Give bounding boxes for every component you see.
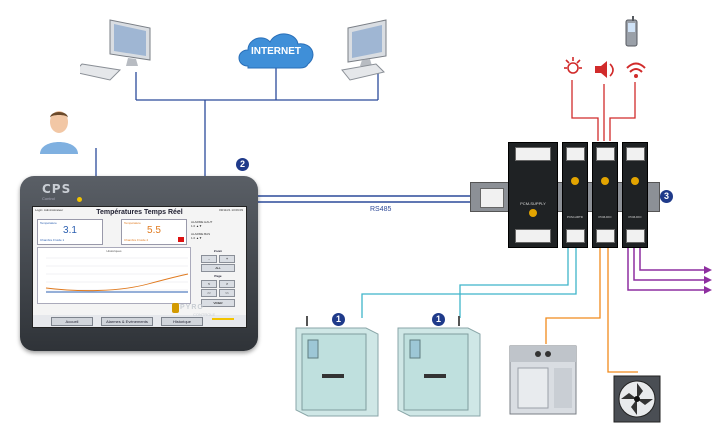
computer-left-icon (80, 19, 151, 81)
badge-modules: 3 (660, 190, 673, 203)
dio2-logo-icon (631, 177, 639, 185)
computer-right-icon (341, 19, 387, 81)
temperature-2-room: Chambre Froide 2 (124, 238, 149, 242)
dio2-bottom-terminal (626, 229, 645, 243)
hrtd-label: PCM-HRTD (567, 215, 583, 219)
temperature-1-box: Température 3.1 Chambre Froide 1 (37, 219, 103, 245)
compressor-unit-icon (509, 345, 577, 415)
supply-label: PCM-SUPPLY (520, 201, 546, 206)
temperature-1-room: Chambre Froide 1 (40, 238, 65, 242)
alarm-high-value: 1.0 ▲▼ (191, 224, 202, 228)
beacon-light-icon (564, 57, 582, 74)
page-first-button[interactable]: << (201, 289, 217, 297)
page-label: Page (214, 274, 222, 278)
alarm-high-label: ALARME HAUT (191, 220, 213, 224)
supply-top-terminal (515, 147, 551, 161)
rs485-label: RS485 (370, 206, 392, 213)
badge-hmi: 2 (236, 158, 249, 171)
alarm-indicator (178, 237, 184, 242)
nav-home-button[interactable]: Accueil (51, 317, 93, 326)
zoom-out-button[interactable]: - (201, 255, 217, 263)
alarm-low-label: ALARME BAS (191, 232, 211, 236)
cold-room-2-icon (397, 316, 481, 417)
temperature-2-box: Température 5.5 Chambre Froide 2 (121, 219, 187, 245)
badge-probe-1: 1 (332, 313, 345, 326)
hmi-brand: CPS (42, 182, 72, 196)
temperature-1-value: 3.1 (63, 225, 77, 236)
probe-links (361, 248, 577, 318)
temperature-trend-graph: Historiques (37, 247, 191, 304)
hrtd-logo-icon (571, 177, 579, 185)
relay-links (545, 248, 638, 373)
hrtd-top-terminal (566, 147, 585, 161)
module-hrtd: PCM-HRTD (562, 142, 588, 248)
zoom-all-button[interactable]: ALL (201, 264, 235, 272)
alarm-low-setting[interactable]: ALARME BAS 1.0 ▲▼ (191, 232, 210, 240)
temperature-2-value: 5.5 (147, 225, 161, 236)
dio1-bottom-terminal (596, 229, 615, 243)
nav-alarms-button[interactable]: Alarmes & Evènements (101, 317, 153, 326)
screen-datetime: 09/11/21 13:09:09 (219, 208, 243, 212)
page-next-button[interactable]: > (219, 280, 235, 288)
zoom-label: Zoom (213, 249, 223, 253)
mobile-phone-icon (625, 16, 638, 47)
supply-logo-icon (529, 209, 537, 217)
alarm-high-setting[interactable]: ALARME HAUT 1.0 ▲▼ (191, 220, 212, 228)
dio1-label: PCM-DIO (598, 215, 612, 219)
zoom-in-button[interactable]: + (219, 255, 235, 263)
dio1-top-terminal (596, 147, 615, 161)
screen-user: Login: Administrateur (35, 208, 64, 212)
bus-connector (480, 188, 504, 208)
graph-header: Historiques (106, 249, 122, 253)
dio2-label: PCM-DIO (628, 215, 642, 219)
screen-title: Températures Temps Réel (96, 209, 183, 216)
hmi-brand-sub: Control (42, 196, 55, 201)
fan-icon (613, 375, 661, 423)
user-icon (40, 111, 78, 154)
temperature-1-label: Température (40, 221, 57, 225)
internet-cloud-icon (238, 33, 314, 69)
maker-accent-bar (212, 318, 234, 320)
dio2-top-terminal (626, 147, 645, 161)
trend-lines (45, 257, 189, 293)
module-supply: PCM-SUPPLY (508, 142, 558, 248)
alarm-output-links (571, 80, 636, 141)
hmi-screen: Login: Administrateur Températures Temps… (32, 206, 247, 328)
dio1-logo-icon (601, 177, 609, 185)
internet-label: INTERNET (251, 46, 301, 57)
digital-output-links (627, 248, 704, 291)
badge-probe-2: 1 (432, 313, 445, 326)
module-dio-2: PCM-DIO (622, 142, 648, 248)
rs485-bus (258, 195, 478, 203)
wireless-signal-icon (626, 62, 646, 78)
maker-name: PYRO (180, 304, 204, 311)
page-last-button[interactable]: >> (219, 289, 235, 297)
alarm-low-value: 1.0 ▲▼ (191, 236, 202, 240)
siren-horn-icon (595, 61, 614, 78)
hrtd-bottom-terminal (566, 229, 585, 243)
network-links (95, 64, 379, 176)
nav-history-button[interactable]: Historique (161, 317, 203, 326)
hmi-touch-panel: CPS Control Login: Administrateur Tempér… (20, 176, 258, 351)
maker-sub: CONTROLE (193, 312, 216, 317)
module-dio-1: PCM-DIO (592, 142, 618, 248)
page-prev-button[interactable]: < (201, 280, 217, 288)
maker-logo-icon (172, 303, 179, 313)
temperature-2-label: Température (124, 221, 141, 225)
supply-bottom-terminal (515, 229, 551, 243)
clear-button[interactable]: VIDER (201, 299, 235, 307)
output-arrows (704, 266, 712, 294)
hmi-brand-dot (77, 197, 82, 202)
cold-room-1-icon (295, 316, 379, 417)
